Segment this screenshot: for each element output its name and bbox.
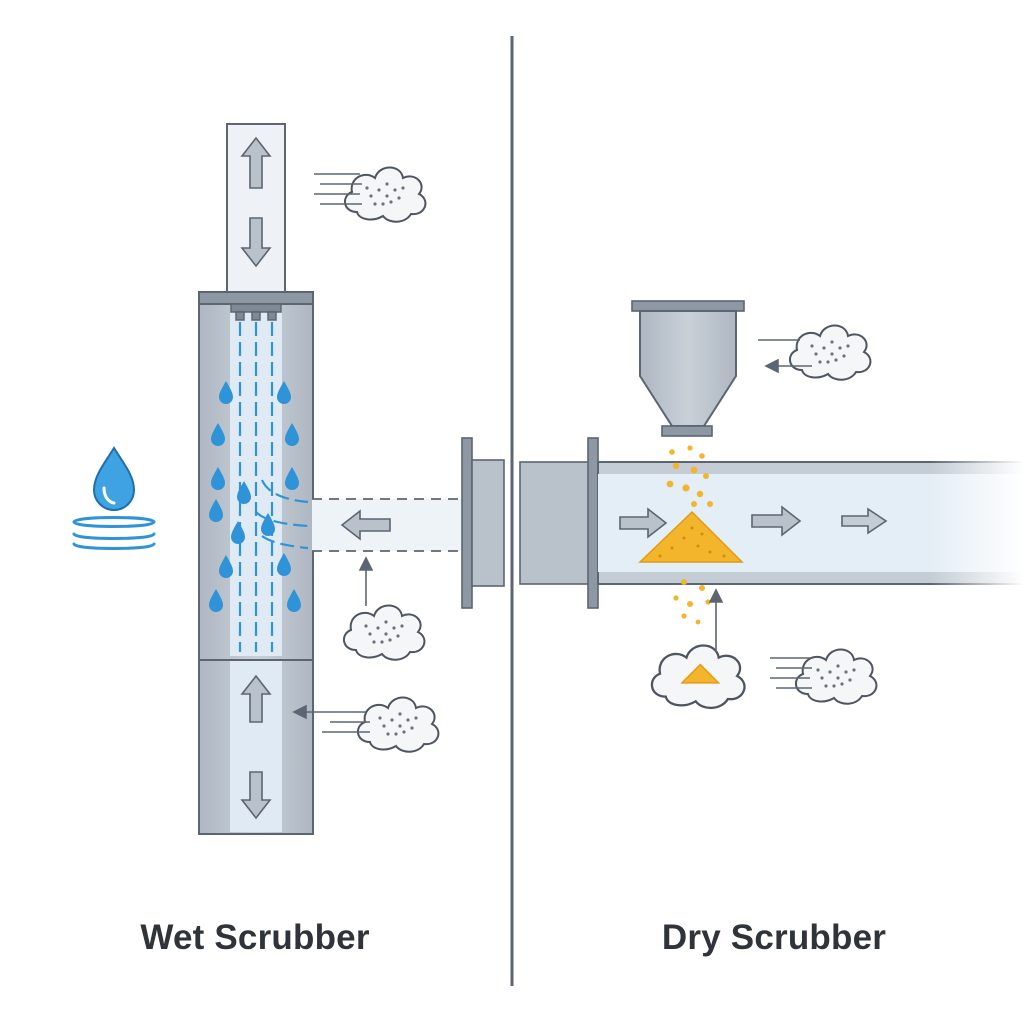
water-drop-icon [92, 446, 136, 511]
reagent-particles [666, 445, 713, 625]
flow-arrow-icon [240, 771, 272, 820]
flow-arrow-icon [841, 507, 888, 535]
flow-arrow-icon [758, 339, 812, 374]
flow-arrow-icon [314, 173, 362, 205]
dry-scrubber-label: Dry Scrubber [661, 918, 887, 957]
spray-nozzles [230, 303, 282, 321]
dry-duct [519, 437, 1024, 609]
wet-inlet-duct [312, 437, 505, 609]
flow-arrow-icon [240, 217, 272, 268]
flow-arrow-icon [751, 505, 802, 537]
wet-scrubber-tower [198, 291, 314, 835]
flow-arrow-icon [358, 556, 374, 606]
dry-scrubber [519, 300, 1024, 710]
smoke-cloud-icon [650, 644, 746, 710]
flow-arrow-icon [240, 674, 272, 723]
wet-exhaust-stack [226, 123, 286, 293]
flow-arrow-icon [292, 704, 370, 733]
flow-arrow-icon [770, 657, 812, 689]
wet-scrubber-label: Wet Scrubber [140, 918, 370, 957]
smoke-cloud-icon [788, 324, 872, 381]
flow-arrow-icon [708, 588, 724, 652]
flow-arrow-icon [240, 136, 272, 189]
reagent-powder-icon [638, 510, 744, 563]
water-spray-streams [238, 322, 309, 652]
water-ripple-icon [72, 516, 156, 550]
smoke-cloud-icon [342, 604, 426, 661]
reagent-hopper [631, 300, 745, 437]
wet-scrubber [72, 123, 505, 835]
flow-arrow-icon [619, 507, 668, 539]
smoke-cloud-icon [356, 696, 440, 753]
flow-arrow-icon [340, 509, 391, 541]
